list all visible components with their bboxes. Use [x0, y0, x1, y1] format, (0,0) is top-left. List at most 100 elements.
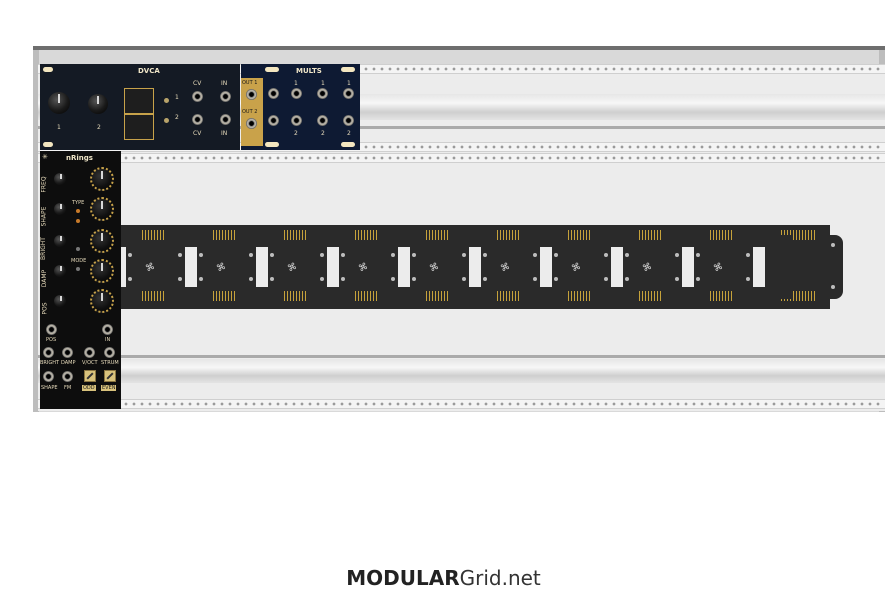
- dvca-module[interactable]: DVCA 1 2 1 2 CV IN CV IN: [40, 64, 240, 150]
- screw: [43, 67, 53, 72]
- shape-attenuator-knob[interactable]: [54, 203, 66, 215]
- structure-knob[interactable]: [90, 197, 114, 221]
- mount-hole: [341, 253, 345, 257]
- logo-bold: MODULAR: [346, 566, 460, 590]
- blank-panel[interactable]: ⌘: [262, 225, 333, 309]
- pin-header: [426, 230, 450, 240]
- pin-header: [213, 291, 237, 301]
- pin-header: [568, 230, 592, 240]
- dvca-mode-switch-2[interactable]: [124, 114, 154, 140]
- shape-cv-jack[interactable]: [43, 371, 54, 382]
- damping-knob[interactable]: [90, 259, 114, 283]
- mult-jack[interactable]: [343, 115, 354, 126]
- nrings-module[interactable]: nRings ✳ FREQ SHAPE BRIGHT DAMP POS TYPE…: [40, 151, 121, 409]
- mode-led: [76, 247, 80, 251]
- even-output-button[interactable]: [104, 370, 116, 382]
- blank-panel[interactable]: ⌘: [120, 225, 191, 309]
- mult-jack[interactable]: [317, 88, 328, 99]
- blank-panel-body: [410, 243, 469, 289]
- mult-jack[interactable]: [343, 88, 354, 99]
- brightness-knob[interactable]: [90, 229, 114, 253]
- mount-hole: [625, 253, 629, 257]
- mult-jack[interactable]: [291, 88, 302, 99]
- mults-module[interactable]: MULTS OUT 1 OUT 2 1 1 1 2 2 2: [241, 64, 360, 150]
- out-1-jack[interactable]: [246, 89, 257, 100]
- damp-attenuator-knob[interactable]: [54, 265, 66, 277]
- modulargrid-logo[interactable]: MODULARGrid.net: [0, 566, 887, 590]
- case-left-end: [33, 50, 39, 412]
- blank-panel[interactable]: ⌘: [617, 225, 688, 309]
- fm-jack[interactable]: [62, 371, 73, 382]
- cv-jack-1[interactable]: [192, 91, 203, 102]
- blank-panel[interactable]: ⌘: [191, 225, 262, 309]
- mult-b-label: 1: [321, 80, 325, 87]
- pin-header: [568, 291, 592, 301]
- dvca-knob-2[interactable]: [88, 94, 108, 114]
- blank-panel[interactable]: ⌘: [404, 225, 475, 309]
- pos-cv-jack[interactable]: [46, 324, 57, 335]
- freq-attenuator-knob[interactable]: [54, 173, 66, 185]
- odd-label: ODD: [82, 385, 96, 391]
- in-jack-2[interactable]: [220, 114, 231, 125]
- mount-hole: [696, 253, 700, 257]
- blank-panel-body: [268, 243, 327, 289]
- mount-hole: [320, 253, 324, 257]
- audio-in-jack[interactable]: [102, 324, 113, 335]
- mount-hole: [199, 253, 203, 257]
- pin-header: [639, 291, 663, 301]
- bright-cv-jack[interactable]: [43, 347, 54, 358]
- mount-hole: [483, 277, 487, 281]
- voct-jack[interactable]: [84, 347, 95, 358]
- mult-jack[interactable]: [317, 115, 328, 126]
- mount-hole: [270, 253, 274, 257]
- pos-attenuator-knob[interactable]: [54, 295, 66, 307]
- bright-label: BRIGHT: [39, 237, 47, 260]
- blank-panel-body: [481, 243, 540, 289]
- blank-panel-body: [126, 243, 185, 289]
- out-1-label: OUT 1: [242, 80, 258, 86]
- screw: [265, 142, 279, 147]
- mount-hole: [533, 277, 537, 281]
- mount-hole: [178, 253, 182, 257]
- blank-panel[interactable]: ⌘: [333, 225, 404, 309]
- pos-label: POS: [41, 302, 49, 315]
- blank-panel[interactable]: ⌘: [688, 225, 759, 309]
- damp-jack-label: DAMP: [61, 360, 76, 366]
- dvca-knob-1[interactable]: [48, 92, 70, 114]
- blank-panel-body: [552, 243, 611, 289]
- out-2-jack[interactable]: [246, 118, 257, 129]
- dvca-mode-switch-1[interactable]: [124, 88, 154, 114]
- odd-output-button[interactable]: [84, 370, 96, 382]
- pin-header: [213, 230, 237, 240]
- pin-header: [497, 230, 521, 240]
- in-jack-label: IN: [105, 337, 111, 343]
- pin-header: [639, 230, 663, 240]
- dvca-channel-1-label: 1: [175, 94, 179, 101]
- logo-rest: Grid.net: [459, 566, 541, 590]
- in-label: IN: [221, 130, 228, 137]
- rail-bottom: [38, 399, 885, 409]
- pin-header: [142, 291, 166, 301]
- bright-attenuator-knob[interactable]: [54, 235, 66, 247]
- mode-led: [76, 267, 80, 271]
- blank-panel[interactable]: ⌘: [475, 225, 546, 309]
- mult-jack[interactable]: [268, 115, 279, 126]
- blank-panel-body: [765, 235, 843, 299]
- mount-hole: [128, 253, 132, 257]
- fm-jack-label: FM: [64, 385, 72, 391]
- blank-panel-end[interactable]: [765, 225, 845, 309]
- type-led: [76, 219, 80, 223]
- in-jack-1[interactable]: [220, 91, 231, 102]
- blank-panel[interactable]: ⌘: [546, 225, 617, 309]
- position-knob[interactable]: [90, 289, 114, 313]
- mult-c2-label: 2: [347, 130, 351, 137]
- mult-jack[interactable]: [268, 88, 279, 99]
- damp-cv-jack[interactable]: [62, 347, 73, 358]
- screw: [265, 67, 279, 72]
- strum-jack[interactable]: [104, 347, 115, 358]
- cv-jack-2[interactable]: [192, 114, 203, 125]
- blank-panel-body: [623, 243, 682, 289]
- mults-title: MULTS: [296, 67, 322, 75]
- mult-jack[interactable]: [291, 115, 302, 126]
- freq-knob[interactable]: [90, 167, 114, 191]
